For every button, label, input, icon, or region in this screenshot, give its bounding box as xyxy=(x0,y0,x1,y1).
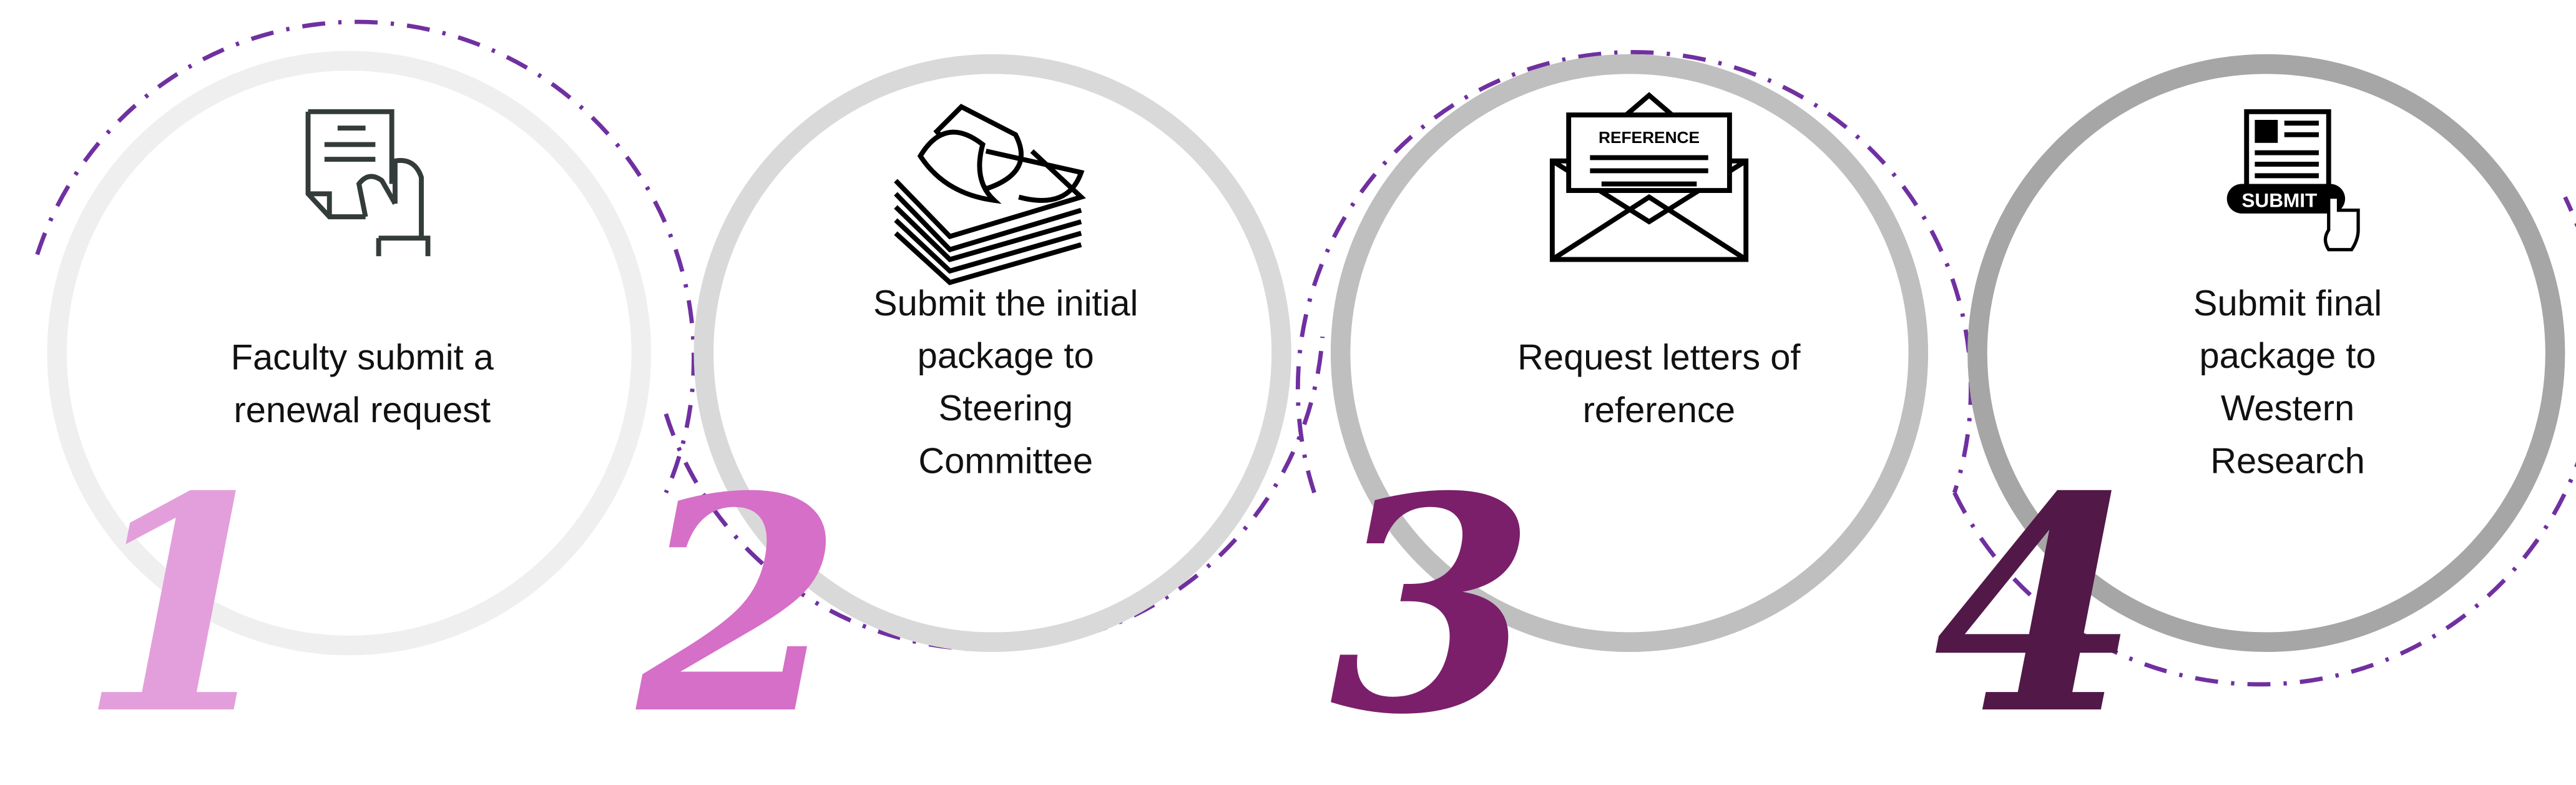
label-line: Request letters of xyxy=(1517,338,1801,378)
step-3-ring xyxy=(1330,54,1929,652)
step-4-ring xyxy=(1967,54,2565,652)
step-4-number: 4 xyxy=(1934,432,2139,779)
step-2-ring xyxy=(693,54,1291,652)
label-line: Submit final xyxy=(2193,284,2382,323)
label-line: Research xyxy=(2210,441,2365,481)
step-1-number: 1 xyxy=(79,432,284,779)
dashed-arc-3 xyxy=(1295,50,1973,493)
label-line: reference xyxy=(1583,390,1735,430)
reference-envelope-icon: REFERENCE xyxy=(1549,92,1749,262)
label-line: Western xyxy=(2221,388,2354,428)
step-3-label: Request letters of reference xyxy=(1517,338,1801,430)
submit-form-icon: SUBMIT xyxy=(2226,109,2360,252)
label-line: package to xyxy=(918,336,1094,376)
step-1-ring xyxy=(47,51,652,656)
label-line: Submit the initial xyxy=(873,284,1138,323)
step-2-number: 2 xyxy=(632,432,843,779)
dashed-arc-1 xyxy=(35,19,696,494)
step-1-label: Faculty submit a renewal request xyxy=(231,338,494,430)
step-2-label: Submit the initial package to Steering C… xyxy=(873,284,1138,481)
label-line: renewal request xyxy=(234,390,491,430)
step-3-number: 3 xyxy=(1330,432,1535,779)
hand-holding-document-icon xyxy=(305,109,431,257)
label-line: Steering xyxy=(938,388,1072,428)
paper-stack-icon xyxy=(894,104,1086,285)
label-line: package to xyxy=(2199,336,2376,376)
label-line: Faculty submit a xyxy=(231,338,494,378)
dashed-arc-4 xyxy=(1952,196,2576,686)
submit-icon-text: SUBMIT xyxy=(2241,189,2317,211)
step-4-label: Submit final package to Western Research xyxy=(2193,284,2382,481)
reference-icon-text: REFERENCE xyxy=(1599,128,1700,147)
label-line: Committee xyxy=(918,441,1093,481)
